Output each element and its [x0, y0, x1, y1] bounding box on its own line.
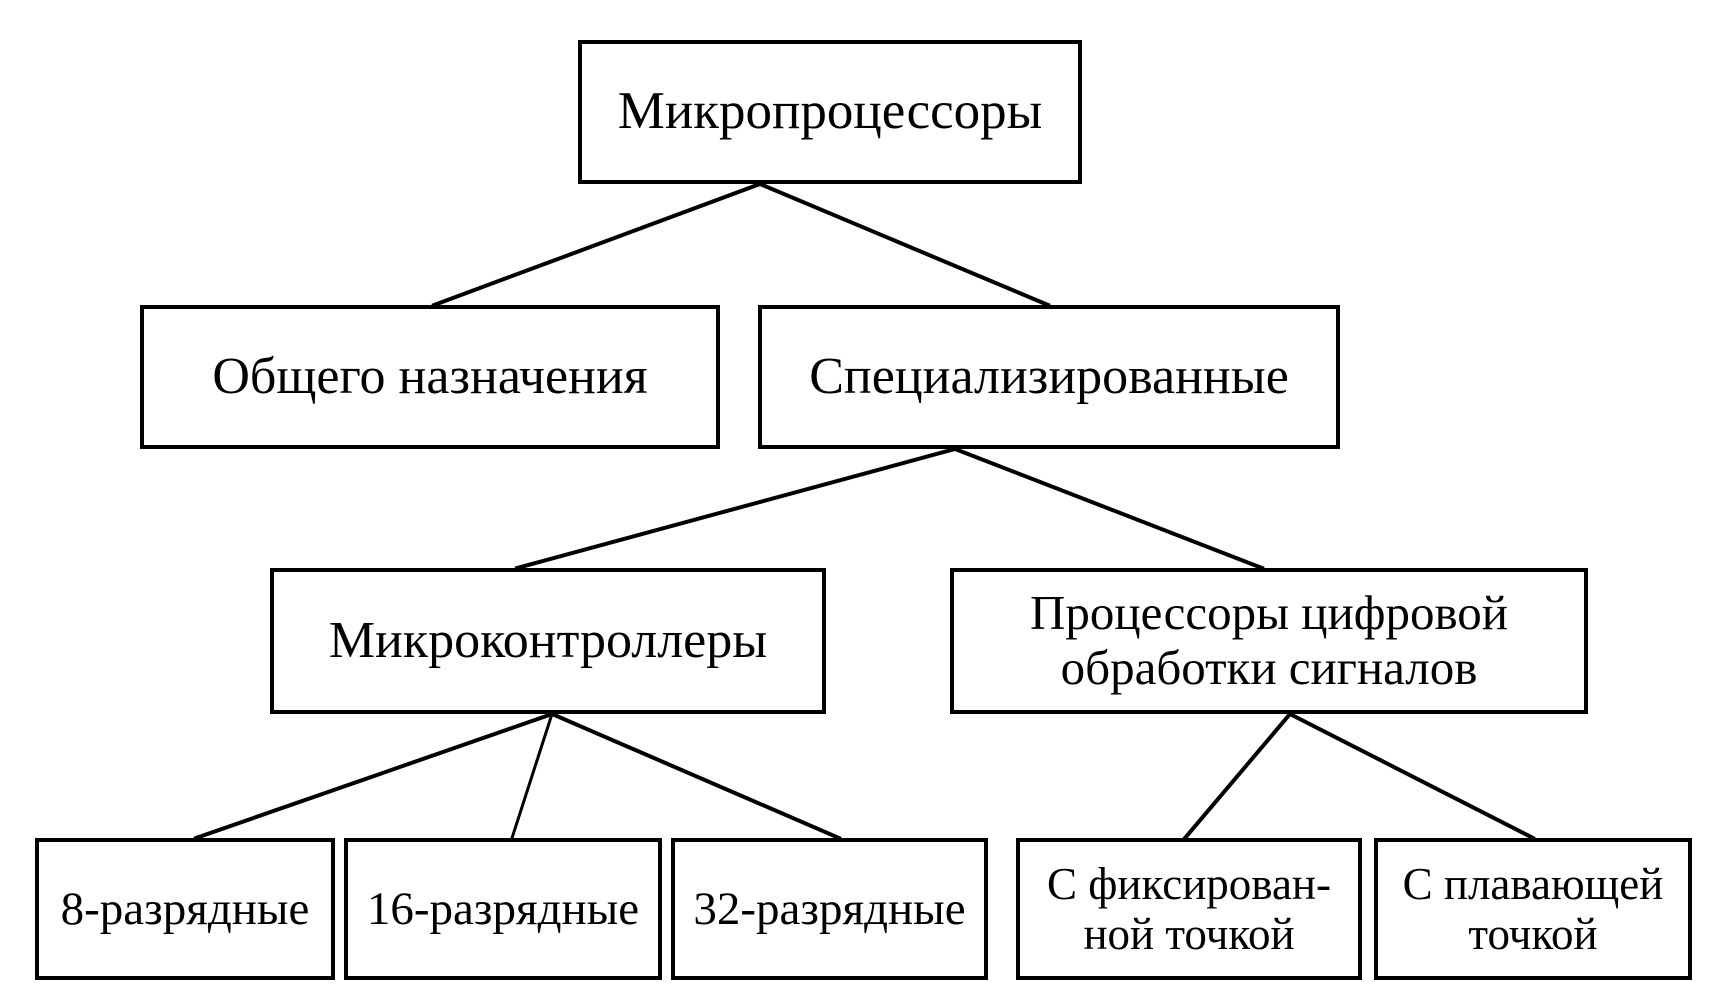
node-microcontrollers[interactable]: Микроконтроллеры: [270, 568, 826, 714]
node-32-bit-label: 32-разрядные: [693, 882, 966, 935]
node-floating-point-label: С плавающей точкой: [1402, 858, 1664, 959]
node-microprocessors-label: Микропроцессоры: [617, 82, 1043, 141]
node-general-purpose-label: Общего назначения: [212, 347, 648, 405]
node-digital-signal-processors-label: Процессоры цифровой обработки сигналов: [1030, 585, 1508, 695]
node-digital-signal-processors[interactable]: Процессоры цифровой обработки сигналов: [950, 568, 1588, 714]
node-general-purpose[interactable]: Общего назначения: [140, 305, 720, 449]
edge-microprocessors-to-general-purpose: [431, 181, 763, 308]
edge-specialized-to-dsp: [952, 446, 1265, 571]
edge-microprocessors-to-specialized: [757, 181, 1051, 308]
node-16-bit-label: 16-разрядные: [366, 882, 640, 935]
node-specialized-label: Специализированные: [809, 347, 1289, 405]
edge-microcontrollers-to-16bit: [510, 712, 554, 840]
node-microprocessors[interactable]: Микропроцессоры: [578, 40, 1082, 184]
edge-microcontrollers-to-32bit: [549, 711, 842, 841]
node-fixed-point[interactable]: С фиксирован- ной точкой: [1016, 838, 1362, 980]
node-32-bit[interactable]: 32-разрядные: [671, 838, 988, 980]
node-microcontrollers-label: Микроконтроллеры: [328, 611, 768, 669]
edge-microcontrollers-to-8bit: [193, 711, 555, 841]
node-floating-point[interactable]: С плавающей точкой: [1374, 838, 1692, 980]
node-16-bit[interactable]: 16-разрядные: [344, 838, 662, 980]
node-specialized[interactable]: Специализированные: [758, 305, 1340, 449]
edge-dsp-to-fixed-point: [1182, 711, 1293, 841]
edge-dsp-to-floating-point: [1287, 711, 1536, 841]
node-8-bit-label: 8-разрядные: [60, 882, 310, 935]
edge-specialized-to-microcontrollers: [514, 446, 958, 571]
node-8-bit[interactable]: 8-разрядные: [35, 838, 335, 980]
node-fixed-point-label: С фиксирован- ной точкой: [1047, 858, 1331, 959]
